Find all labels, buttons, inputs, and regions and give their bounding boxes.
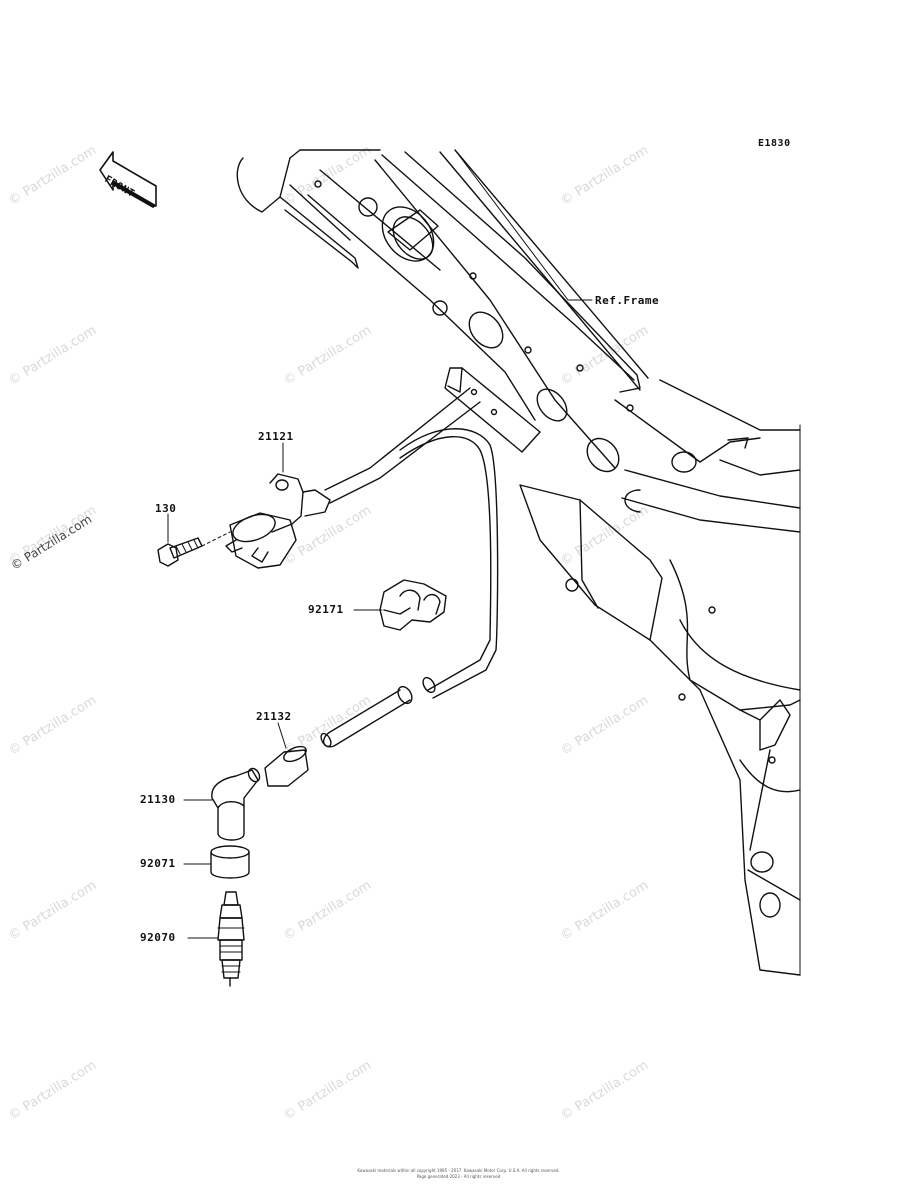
high-tension-lead <box>320 387 499 748</box>
plug-cap-21130 <box>211 767 261 841</box>
footer-generated: Page generated 2023 - All rights reserve… <box>416 1174 501 1179</box>
callout-21121: 21121 <box>258 430 294 443</box>
seal-92071 <box>210 845 250 879</box>
frame-lower <box>519 379 801 976</box>
callout-21132: 21132 <box>256 710 292 723</box>
front-arrow-icon <box>99 151 157 208</box>
callout-130: 130 <box>155 502 177 515</box>
callout-92071: 92071 <box>140 857 176 870</box>
boot-21132 <box>264 745 309 787</box>
frame-upper <box>236 149 649 473</box>
bolt-130 <box>157 531 231 567</box>
ref-frame-label: Ref.Frame <box>595 294 660 307</box>
ignition-coil-21121 <box>225 473 331 569</box>
leader-lines <box>167 442 383 939</box>
clamp-92171 <box>379 579 447 631</box>
footer-copyright: Kawasaki materials within all copyright … <box>357 1168 560 1173</box>
callout-92070: 92070 <box>140 931 176 944</box>
diagram-code: E1830 <box>758 138 791 149</box>
ref-frame-leader <box>454 149 593 301</box>
callout-21130: 21130 <box>140 793 176 806</box>
callout-92171: 92171 <box>308 603 344 616</box>
spark-plug-92070 <box>217 891 245 987</box>
